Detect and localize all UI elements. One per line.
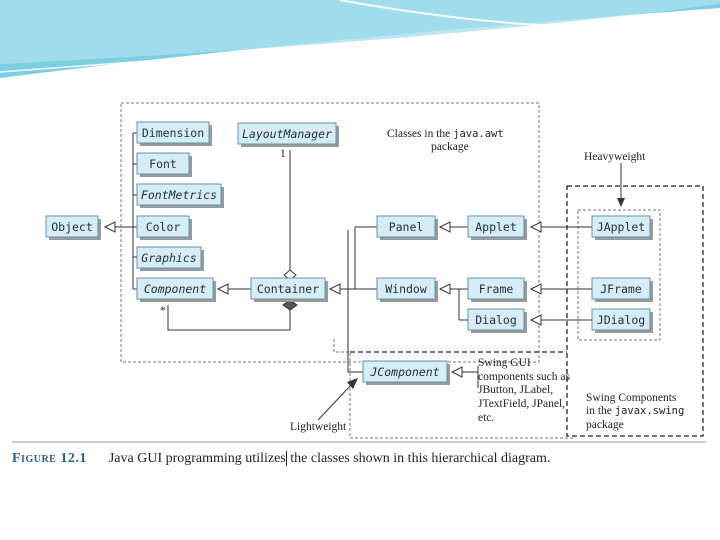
svg-text:JComponent: JComponent — [369, 365, 439, 379]
class-dialog: Dialog — [467, 308, 527, 333]
class-window: Window — [376, 277, 438, 302]
figure-caption: Figure 12.1 Java GUI programming utilizes… — [12, 451, 612, 467]
swing-package-label-line2: in the javax.swing — [586, 405, 684, 417]
svg-text:FontMetrics: FontMetrics — [141, 188, 217, 202]
svg-text:JFrame: JFrame — [600, 282, 642, 296]
class-layout-manager: LayoutManager — [237, 122, 339, 147]
class-container: Container — [250, 277, 328, 302]
caption-text-part1: Java GUI programming utilizes — [108, 451, 286, 466]
svg-text:JDialog: JDialog — [597, 313, 645, 327]
swing-gui-line-5: etc. — [478, 412, 494, 424]
class-component: Component — [136, 277, 216, 302]
header-banner — [0, 0, 720, 78]
swing-gui-line-3: JButton, JLabel, — [478, 384, 553, 396]
svg-text:Window: Window — [385, 282, 427, 296]
svg-text:Applet: Applet — [475, 220, 517, 234]
class-font: Font — [136, 152, 192, 177]
swing-gui-line-1: Swing GUI — [478, 357, 531, 369]
multiplicity-many: * — [160, 305, 166, 317]
class-graphics: Graphics — [136, 246, 204, 271]
class-jcomponent: JComponent — [362, 360, 450, 385]
class-font-metrics: FontMetrics — [136, 183, 224, 208]
svg-text:Font: Font — [149, 157, 177, 171]
svg-text:Component: Component — [144, 282, 206, 296]
swing-gui-line-2: components such as — [478, 371, 571, 383]
caption-text-part2: the classes shown in this hierarchical d… — [286, 451, 551, 466]
lightweight-label: Lightweight — [290, 421, 347, 433]
class-panel: Panel — [376, 215, 438, 240]
class-jframe: JFrame — [591, 277, 653, 302]
swing-gui-note: Swing GUI components such as JButton, JL… — [478, 357, 573, 424]
swing-gui-line-4: JTextField, JPanel, — [478, 398, 565, 410]
svg-text:LayoutManager: LayoutManager — [242, 127, 332, 141]
svg-text:Dialog: Dialog — [475, 313, 517, 327]
class-frame: Frame — [467, 277, 527, 302]
heavyweight-label: Heavyweight — [584, 151, 646, 163]
swing-package-label-line3: package — [586, 419, 624, 431]
svg-text:Frame: Frame — [479, 282, 514, 296]
awt-package-label: Classes in the java.awt — [387, 128, 504, 140]
svg-text:Container: Container — [257, 282, 319, 296]
svg-text:Panel: Panel — [389, 220, 424, 234]
multiplicity-one: 1 — [280, 148, 286, 160]
heavyweight-boundary — [566, 185, 704, 437]
class-japplet: JApplet — [591, 215, 653, 240]
awt-package-boundary — [120, 102, 540, 363]
class-color: Color — [136, 215, 192, 240]
svg-text:JApplet: JApplet — [597, 220, 645, 234]
class-dimension: Dimension — [136, 121, 212, 146]
svg-text:Color: Color — [146, 220, 181, 234]
figure-label: Figure 12.1 — [12, 451, 87, 466]
awt-package-label-line2: package — [431, 141, 469, 153]
class-jdialog: JDialog — [591, 308, 653, 333]
class-object: Object — [45, 215, 101, 240]
class-applet: Applet — [467, 215, 527, 240]
svg-text:Object: Object — [51, 220, 93, 234]
swing-top-level-group — [577, 209, 661, 341]
svg-text:Graphics: Graphics — [141, 251, 196, 265]
swing-package-boundary — [333, 339, 575, 439]
svg-text:Dimension: Dimension — [142, 126, 204, 140]
swing-package-label: Swing Components — [586, 392, 677, 404]
